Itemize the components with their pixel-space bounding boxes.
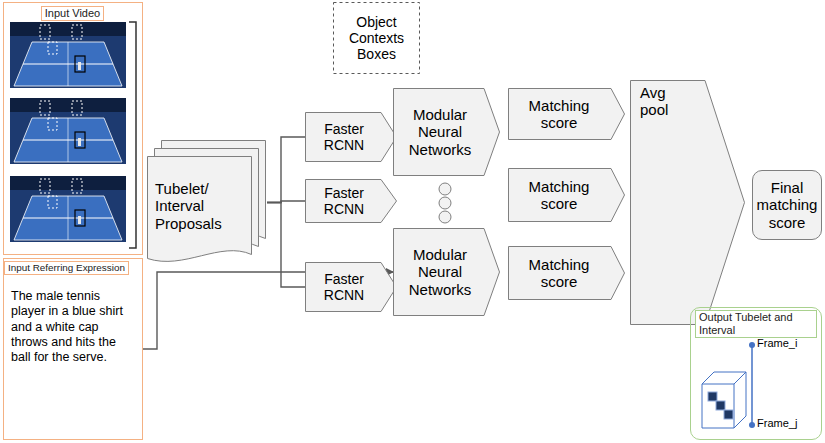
input-panel: Input Video — [3, 2, 143, 255]
label-box: Matching score — [514, 91, 604, 137]
label-box: Tubelet/ Interval Proposals — [155, 166, 245, 246]
node-label: Avg pool — [640, 84, 692, 119]
arrow-pentagon — [509, 247, 625, 300]
node-label: Modular Neural Networks — [399, 106, 481, 158]
arrow-pentagon — [509, 89, 625, 140]
arrow-pentagon — [306, 180, 397, 223]
node-label: Tubelet/ Interval Proposals — [155, 180, 245, 232]
arrow-pentagon — [509, 169, 625, 222]
node-label: Faster RCNN — [309, 121, 379, 153]
node-label: The male tennis player in a blue shirt a… — [11, 289, 135, 365]
node-label: Faster RCNN — [309, 185, 379, 217]
arrow-pentagon — [306, 113, 397, 162]
label-box: Modular Neural Networks — [399, 92, 481, 172]
output-panel: Output Tubelet and IntervalFrame_iFrame_… — [690, 307, 822, 440]
label-box: Output Tubelet and Interval — [695, 310, 817, 342]
pool-arrow: Avg pool — [630, 80, 745, 325]
node-label: Frame_i — [757, 337, 797, 350]
video-frame — [10, 98, 126, 164]
label-box: Matching score — [514, 249, 604, 297]
result-box: Final matching score — [752, 170, 822, 240]
label-box: Modular Neural Networks — [399, 232, 481, 312]
label-box: Faster RCNN — [309, 265, 379, 309]
ellipsis-dot — [439, 197, 451, 209]
label-box: The male tennis player in a blue shirt a… — [11, 289, 135, 435]
node-label: Matching score — [514, 97, 604, 132]
dashed-outline — [334, 3, 420, 74]
interval-dot — [749, 422, 755, 428]
frame-bracket — [129, 22, 136, 248]
label-box: Object Contexts Boxes — [337, 6, 416, 70]
arrow-pentagon — [631, 81, 745, 325]
detector-arrow: Faster RCNN — [305, 112, 397, 162]
label-box: Avg pool — [640, 84, 692, 134]
arrow-pentagon — [394, 229, 500, 316]
node-label: Input Referring Expression — [4, 261, 129, 275]
label-box: Faster RCNN — [309, 181, 379, 221]
connector — [267, 137, 305, 203]
node-label: Faster RCNN — [309, 271, 379, 303]
node-label: Final matching score — [755, 179, 819, 231]
arrow-pentagon — [306, 263, 397, 312]
node-label: Object Contexts Boxes — [337, 14, 416, 62]
label-box: Faster RCNN — [309, 115, 379, 159]
tube-cell — [724, 410, 733, 419]
label-box: Input Video — [4, 6, 141, 23]
module-arrow: Modular Neural Networks — [393, 228, 500, 316]
video-frame — [10, 22, 126, 88]
score-arrow: Matching score — [508, 88, 625, 140]
score-arrow: Matching score — [508, 246, 625, 300]
node-label: Matching score — [514, 178, 604, 213]
tube-cell — [708, 392, 717, 401]
video-frame — [10, 176, 126, 242]
label-box: Matching score — [514, 171, 604, 219]
node-label: Frame_j — [757, 417, 797, 430]
interval-dot — [749, 342, 755, 348]
node-label: Input Video — [41, 6, 104, 21]
document-sheet — [148, 157, 252, 262]
node-label: Matching score — [514, 256, 604, 291]
detector-arrow: Faster RCNN — [305, 262, 397, 312]
tube-cell — [716, 401, 725, 410]
label-box: Frame_j — [757, 416, 817, 432]
score-arrow: Matching score — [508, 168, 625, 222]
node-label: Output Tubelet and Interval — [695, 310, 817, 338]
ellipsis-dot — [439, 183, 451, 195]
interval-line — [751, 345, 753, 425]
connector — [267, 203, 305, 288]
ellipsis-dot — [439, 211, 451, 223]
node-label: Modular Neural Networks — [399, 246, 481, 298]
label-box: Frame_i — [757, 336, 817, 352]
input-panel: Input Referring ExpressionThe male tenni… — [3, 258, 143, 440]
arrow-pentagon — [394, 89, 500, 176]
detector-arrow: Faster RCNN — [305, 179, 397, 223]
tubelet-cube — [702, 372, 746, 428]
proposal-stack: Tubelet/ Interval Proposals — [147, 140, 267, 265]
context-box: Object Contexts Boxes — [333, 2, 420, 74]
label-box: Final matching score — [755, 173, 819, 237]
label-box: Input Referring Expression — [4, 261, 141, 287]
module-arrow: Modular Neural Networks — [393, 88, 500, 176]
